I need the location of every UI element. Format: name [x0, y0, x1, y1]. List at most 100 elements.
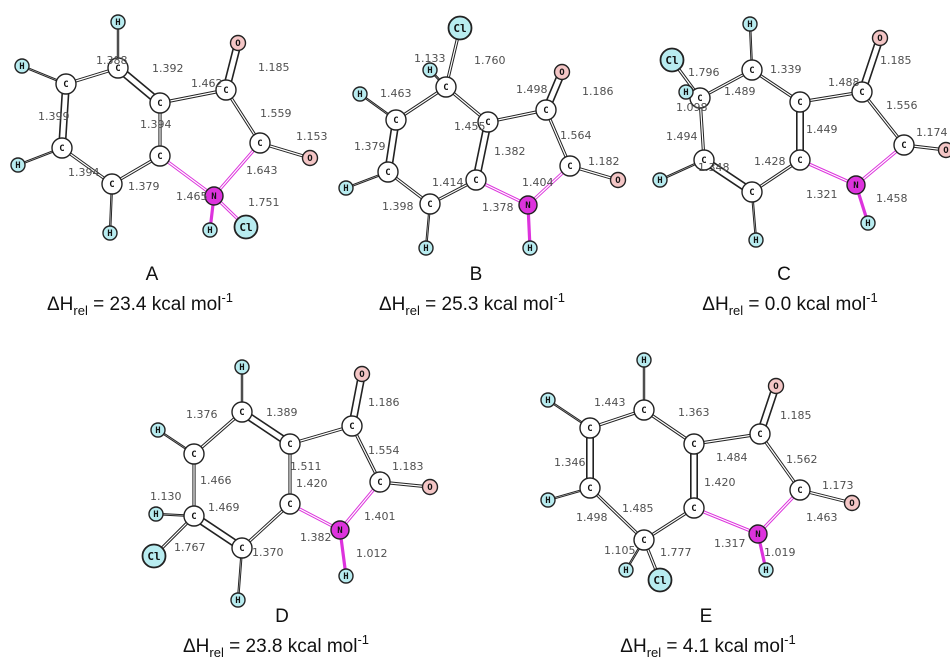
- bond-length-label: 1.370: [252, 546, 284, 559]
- hydrogen-sphere: [10, 157, 26, 173]
- hydrogen-sphere: [230, 592, 246, 608]
- hydrogen-atom-E-16: H: [758, 562, 774, 578]
- carbon-atom-D-5: C: [183, 443, 205, 465]
- carbon-sphere: [377, 161, 399, 183]
- carbon-sphere: [741, 59, 763, 81]
- hydrogen-symbol: H: [153, 510, 158, 520]
- energy-sup-A: -1: [221, 290, 233, 305]
- nitrogen-atom-E-8: N: [748, 524, 768, 544]
- hydrogen-atom-C-13: H: [678, 84, 694, 100]
- panel-caption-D: D ΔHrel = 23.8 kcal mol-1: [183, 606, 369, 660]
- carbon-atom-E-7: C: [789, 479, 811, 501]
- energy-symbol-A: ΔH: [47, 294, 73, 315]
- oxygen-sphere: [767, 377, 785, 395]
- carbon-sphere: [633, 529, 655, 551]
- carbon-symbol: C: [641, 406, 646, 416]
- bond-length-label: 1.183: [392, 460, 424, 473]
- carbon-sphere: [741, 181, 763, 203]
- bond-length-label: 1.751: [248, 196, 280, 209]
- carbon-symbol: C: [641, 536, 646, 546]
- carbon-symbol: C: [239, 544, 244, 554]
- carbon-symbol: C: [443, 83, 448, 93]
- panel-caption-A: A ΔHrel = 23.4 kcal mol-1: [47, 264, 233, 318]
- carbon-symbol: C: [701, 156, 706, 166]
- bond-length-label: 1.133: [414, 52, 446, 65]
- hydrogen-sphere: [742, 16, 758, 32]
- carbon-sphere: [419, 193, 441, 215]
- carbon-atom-D-1: C: [279, 433, 301, 455]
- bond-lengths-A: 1.3881.3921.4621.1851.5591.1531.3991.394…: [38, 54, 328, 209]
- bond-length-label: 1.185: [258, 61, 290, 74]
- bond-length-label: 1.339: [770, 63, 802, 76]
- carbon-symbol: C: [109, 180, 114, 190]
- bond-length-label: 1.449: [806, 123, 838, 136]
- carbon-atom-A-2: C: [149, 145, 171, 167]
- carbon-symbol: C: [385, 168, 390, 178]
- carbon-sphere: [579, 417, 601, 439]
- chlorine-atom-A-11: Cl: [233, 214, 259, 240]
- carbon-atom-C-0: C: [741, 59, 763, 81]
- oxygen-sphere: [937, 141, 950, 159]
- hydrogen-sphere: [860, 215, 876, 231]
- bond-length-label: 1.458: [876, 192, 908, 205]
- nitrogen-symbol: N: [337, 526, 342, 536]
- hydrogen-symbol: H: [357, 90, 362, 100]
- carbon-sphere: [579, 477, 601, 499]
- carbon-atom-E-3: C: [633, 529, 655, 551]
- bond-core-C-7: [861, 91, 905, 146]
- carbon-symbol: C: [691, 504, 696, 514]
- carbon-sphere: [149, 145, 171, 167]
- carbon-atom-C-3: C: [741, 181, 763, 203]
- carbon-atom-C-2: C: [789, 149, 811, 171]
- bond-length-label: 1.363: [678, 406, 710, 419]
- hydrogen-symbol: H: [657, 176, 662, 186]
- hydrogen-atom-A-12: H: [110, 14, 126, 30]
- chlorine-sphere: [659, 47, 685, 73]
- carbon-sphere: [559, 155, 581, 177]
- carbon-sphere: [893, 134, 915, 156]
- bond-line-A-4-1: [64, 84, 70, 149]
- nitrogen-sphere: [846, 175, 866, 195]
- bond-length-label: 1.463: [806, 511, 838, 524]
- carbon-symbol: C: [59, 144, 64, 154]
- bond-length-label: 1.554: [368, 444, 400, 457]
- hydrogen-atom-B-15: H: [418, 240, 434, 256]
- carbon-symbol: C: [859, 88, 864, 98]
- carbon-symbol: C: [901, 141, 906, 151]
- carbon-atom-D-7: C: [369, 471, 391, 493]
- hydrogen-sphere: [522, 240, 538, 256]
- carbon-atom-C-7: C: [893, 134, 915, 156]
- oxygen-atom-E-10: O: [843, 494, 861, 512]
- bond-length-label: 1.443: [594, 396, 626, 409]
- hydrogen-symbol: H: [343, 184, 348, 194]
- carbon-atom-B-0: C: [435, 76, 457, 98]
- carbon-sphere: [851, 81, 873, 103]
- carbon-atom-A-1: C: [149, 92, 171, 114]
- energy-symbol-B: ΔH: [379, 294, 405, 315]
- oxygen-sphere: [229, 34, 247, 52]
- bond-D-2: [240, 502, 292, 550]
- bond-E-7: [758, 432, 802, 492]
- hydrogen-atom-E-13: H: [540, 392, 556, 408]
- bond-length-label: 1.398: [382, 200, 414, 213]
- carbon-atom-B-6: C: [535, 99, 557, 121]
- bond-length-label: 1.317: [714, 537, 746, 550]
- bond-core-E-7: [759, 433, 801, 491]
- oxygen-sphere: [843, 494, 861, 512]
- carbon-atom-E-5: C: [579, 417, 601, 439]
- bond-length-label: 1.153: [296, 130, 328, 143]
- hydrogen-symbol: H: [239, 363, 244, 373]
- carbon-symbol: C: [749, 188, 754, 198]
- bond-length-label: 1.466: [200, 474, 232, 487]
- hydrogen-symbol: H: [427, 66, 432, 76]
- bond-length-label: 1.394: [68, 166, 100, 179]
- carbon-atom-A-6: C: [215, 79, 237, 101]
- hydrogen-sphere: [110, 14, 126, 30]
- carbon-symbol: C: [223, 86, 228, 96]
- energy-label-A: ΔHrel = 23.4 kcal mol-1: [47, 290, 233, 318]
